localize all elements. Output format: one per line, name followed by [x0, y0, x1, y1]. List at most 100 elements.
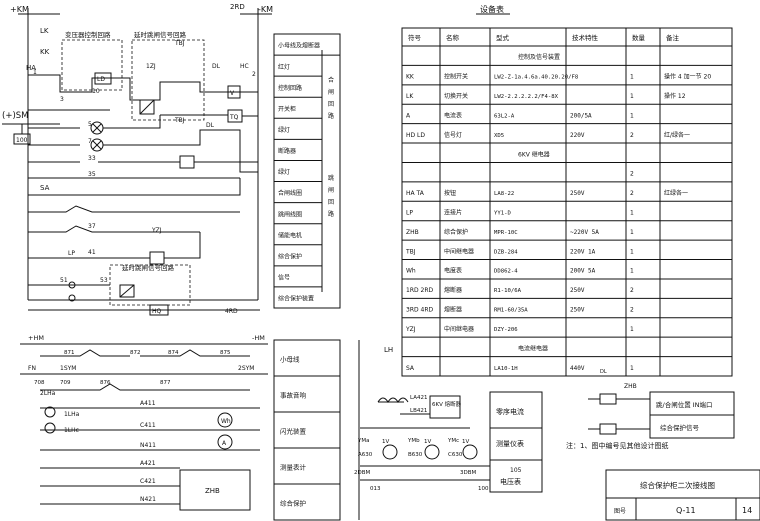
eq-cell-11-qty: 1: [630, 268, 634, 275]
label-ha: HA: [26, 64, 36, 72]
svg-text:+HM: +HM: [28, 334, 44, 342]
svg-text:A: A: [222, 440, 227, 447]
svg-text:10: 10: [92, 88, 100, 95]
svg-text:2LHa: 2LHa: [40, 390, 56, 397]
eq-cell-4-name: 信号灯: [444, 131, 462, 139]
top-right-fuse: 2RD: [230, 3, 245, 11]
side-label-6: 回: [328, 199, 334, 206]
eq-cell-10-name: 中间继电器: [444, 247, 474, 255]
svg-text:33: 33: [88, 155, 96, 162]
side-label-1: 闸: [328, 88, 334, 96]
eq-cell-2-note: 操作 12: [664, 92, 686, 100]
eq-cell-3-qty: 1: [630, 112, 634, 119]
label-tq: TQ: [229, 114, 239, 121]
eq-cell-9-qty: 1: [630, 229, 634, 236]
wire-number-labels: 1 2 3 5 7 33 35 37 41 51 53 10: [33, 69, 256, 284]
eq-cell-12-model: R1-10/6A: [494, 288, 522, 294]
label-lk: LK: [40, 27, 49, 35]
svg-text:105: 105: [510, 467, 522, 474]
mid2-row-1: 事故音响: [280, 391, 307, 400]
mid-row-6: 绿灯: [278, 168, 290, 176]
side-label-0: 合: [328, 76, 334, 84]
eq-cell-13-qty: 2: [630, 307, 634, 314]
svg-text:C630: C630: [448, 452, 463, 458]
sm-number: 100: [16, 137, 28, 144]
eq-cell-9-name: 综合保护: [444, 228, 468, 236]
svg-text:1LHa: 1LHa: [64, 411, 80, 418]
mid-row-5: 断路器: [278, 147, 296, 155]
mid-row-0: 小母线及熔断器: [278, 42, 320, 50]
eq-cell-12-sym: 1RD 2RD: [406, 287, 434, 294]
sm-bus: (+)SM: [2, 111, 28, 121]
svg-text:零序电流: 零序电流: [496, 407, 524, 416]
svg-text:N421: N421: [140, 496, 156, 503]
svg-text:53: 53: [100, 277, 108, 284]
svg-text:2DBM: 2DBM: [354, 470, 371, 476]
note-control-circuit: 变压器控制回路: [65, 30, 111, 39]
eq-cell-2-qty: 1: [630, 93, 634, 100]
mid-row-3: 开关柜: [278, 105, 296, 113]
eq-cell-13-spec: 250V: [570, 307, 585, 314]
svg-text:LA421: LA421: [410, 395, 427, 401]
svg-text:2: 2: [252, 71, 256, 78]
eq-cell-1-name: 控制开关: [444, 73, 468, 81]
eq-cell-14-sym: YZJ: [405, 326, 416, 333]
eq-cell-10-qty: 1: [630, 248, 634, 255]
eq-cell-4-spec: 220V: [570, 132, 585, 139]
label-dl-top: DL: [212, 63, 221, 70]
eq-cell-14-name: 中间继电器: [444, 325, 474, 333]
svg-text:875: 875: [220, 350, 231, 356]
svg-text:51: 51: [60, 277, 68, 284]
side-label-3: 路: [328, 112, 334, 120]
mid2-row-3: 测量表计: [280, 463, 307, 472]
top-left-bus: +KM: [10, 5, 29, 14]
eq-header-3: 技术特性: [572, 33, 599, 42]
eq-cell-7-name: 按钮: [444, 189, 456, 197]
eq-cell-1-model: LW2-Z-1a.4.6a.40.20.20/F8: [494, 75, 579, 81]
eq-cell-2-sym: LK: [406, 93, 414, 100]
label-kk: KK: [40, 48, 50, 56]
label-ld: LD: [97, 76, 105, 83]
svg-text:跳/合闸位置 IN端口: 跳/合闸位置 IN端口: [656, 400, 713, 409]
eq-cell-0-name: 控制及信号装置: [518, 53, 560, 61]
eq-cell-1-sym: KK: [406, 74, 415, 81]
svg-text:7: 7: [88, 138, 92, 145]
eq-cell-3-model: 63L2-A: [494, 113, 515, 119]
label-dl-mid: DL: [206, 122, 215, 129]
label-lp: LP: [68, 250, 75, 257]
eq-cell-13-sym: 3RD 4RD: [406, 307, 434, 314]
mid-row-9: 储能电机: [278, 231, 302, 239]
eq-cell-10-model: DZB-284: [494, 249, 518, 255]
label-sa: SA: [40, 184, 50, 192]
mid2-row-4: 综合保护: [280, 499, 306, 508]
eq-cell-4-model: XD5: [494, 133, 504, 139]
eq-cell-11-spec: 200V 5A: [570, 268, 596, 275]
left-control-circuit: +KM 2RD -KM LK KK HA 变压器控制回路 LD 延时跳闸信号回路…: [2, 3, 273, 316]
eq-cell-9-model: MPR-10C: [494, 230, 518, 236]
eq-cell-7-note: 红绿各一: [664, 189, 688, 197]
lh-label: LH: [384, 346, 393, 354]
eq-cell-12-name: 熔断器: [444, 286, 462, 294]
svg-text:N411: N411: [140, 442, 156, 449]
svg-text:ZHB: ZHB: [624, 383, 637, 390]
svg-text:1: 1: [33, 69, 37, 76]
svg-text:2SYM: 2SYM: [238, 365, 254, 372]
design-note: 注：1、图中编号见其他设计图纸: [566, 441, 668, 450]
svg-text:877: 877: [160, 380, 171, 386]
svg-text:测量仪表: 测量仪表: [496, 439, 524, 448]
mid-function-table: 小母线及熔断器红灯控制回路开关柜绿灯断路器绿灯合闸线圈跳闸线圈储能电机综合保护信…: [273, 33, 341, 521]
svg-text:1V: 1V: [382, 439, 389, 445]
svg-text:1V: 1V: [462, 439, 469, 445]
note-trip-signal-1: 延时跳闸信号回路: [134, 30, 187, 39]
left-bottom-circuit: +HM -HM 871 872 874 875 FN 1SYM 2SYM 708…: [20, 334, 268, 511]
mid-row-12: 综合保护装置: [278, 295, 314, 303]
svg-text:-HM: -HM: [252, 334, 265, 342]
svg-text:1LHc: 1LHc: [64, 427, 79, 434]
eq-note-dl: DL: [600, 369, 607, 375]
mid-row-4: 绿灯: [278, 126, 290, 134]
eq-cell-14-model: DZY-206: [494, 327, 518, 333]
label-4rd: 4RD: [225, 308, 238, 315]
label-tbj-top: TBJ: [174, 40, 185, 47]
mid-row-7: 合闸线圈: [278, 189, 302, 197]
